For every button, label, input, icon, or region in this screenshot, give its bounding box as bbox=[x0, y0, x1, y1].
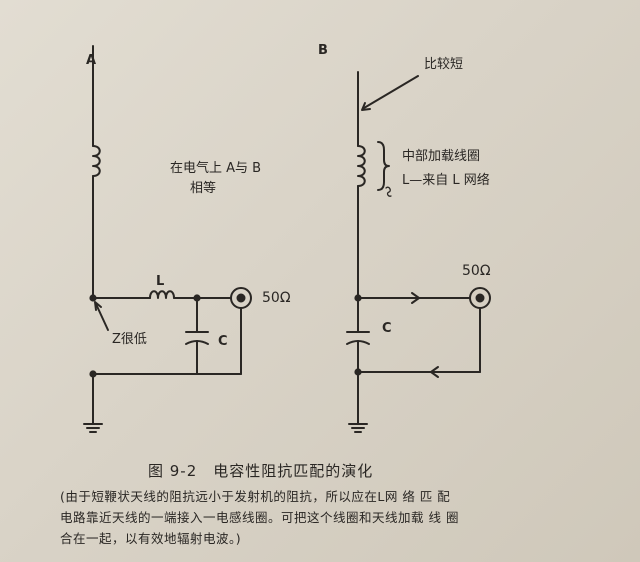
current-arrow-b-top bbox=[411, 292, 420, 304]
port-a-inner bbox=[236, 293, 246, 303]
circuit-a bbox=[83, 45, 252, 433]
ground-a-symbol bbox=[83, 423, 103, 433]
loading-coil-brace bbox=[377, 141, 390, 191]
port-b-inner bbox=[475, 293, 485, 303]
shorter-arrow-head bbox=[361, 102, 371, 111]
port-b-label: 50Ω bbox=[462, 263, 491, 279]
z-low-arrow-head bbox=[94, 301, 102, 311]
loading-coil-sketch bbox=[385, 186, 392, 197]
circuit-b bbox=[346, 71, 491, 433]
equal-note-line2: 相等 bbox=[190, 181, 217, 196]
inductor-l-coil bbox=[149, 290, 175, 299]
shorter-label: 比较短 bbox=[424, 57, 464, 72]
node-label-b: B bbox=[318, 43, 328, 58]
caption-line-1: (由于短鞭状天线的阻抗远小于发射机的阻抗，所以应在L网 络 匹 配 bbox=[60, 489, 451, 504]
inductor-label-l: L bbox=[156, 274, 165, 289]
ground-b-symbol bbox=[348, 423, 368, 433]
figure-caption-body: (由于短鞭状天线的阻抗远小于发射机的阻抗，所以应在L网 络 匹 配 电路靠近天线… bbox=[60, 486, 570, 549]
antenna-a-loading-coil bbox=[92, 145, 101, 177]
impedance-label: Z很低 bbox=[112, 332, 147, 347]
node-label-a: A bbox=[86, 53, 97, 68]
caption-line-3: 合在一起，以有效地辐射电波。) bbox=[60, 531, 242, 546]
loading-coil-label-line1: 中部加载线圈 bbox=[402, 149, 481, 164]
figure-caption-title: 图 9-2 电容性阻抗匹配的演化 bbox=[148, 462, 374, 480]
capacitor-b-label: C bbox=[382, 321, 392, 336]
z-low-arrow-line bbox=[95, 303, 109, 331]
loading-coil-label-line2: L—来自 L 网络 bbox=[402, 173, 490, 188]
current-arrow-b-bottom bbox=[430, 366, 439, 378]
antenna-b-loading-coil bbox=[357, 145, 366, 187]
caption-line-2: 电路靠近天线的一端接入一电感线圈。可把这个线圈和天线加载 线 圈 bbox=[60, 510, 459, 525]
capacitor-a-label: C bbox=[218, 334, 228, 349]
shorter-arrow-line bbox=[363, 75, 419, 109]
port-a-label: 50Ω bbox=[262, 290, 291, 306]
equal-note-line1: 在电气上 A与 B bbox=[170, 161, 262, 176]
